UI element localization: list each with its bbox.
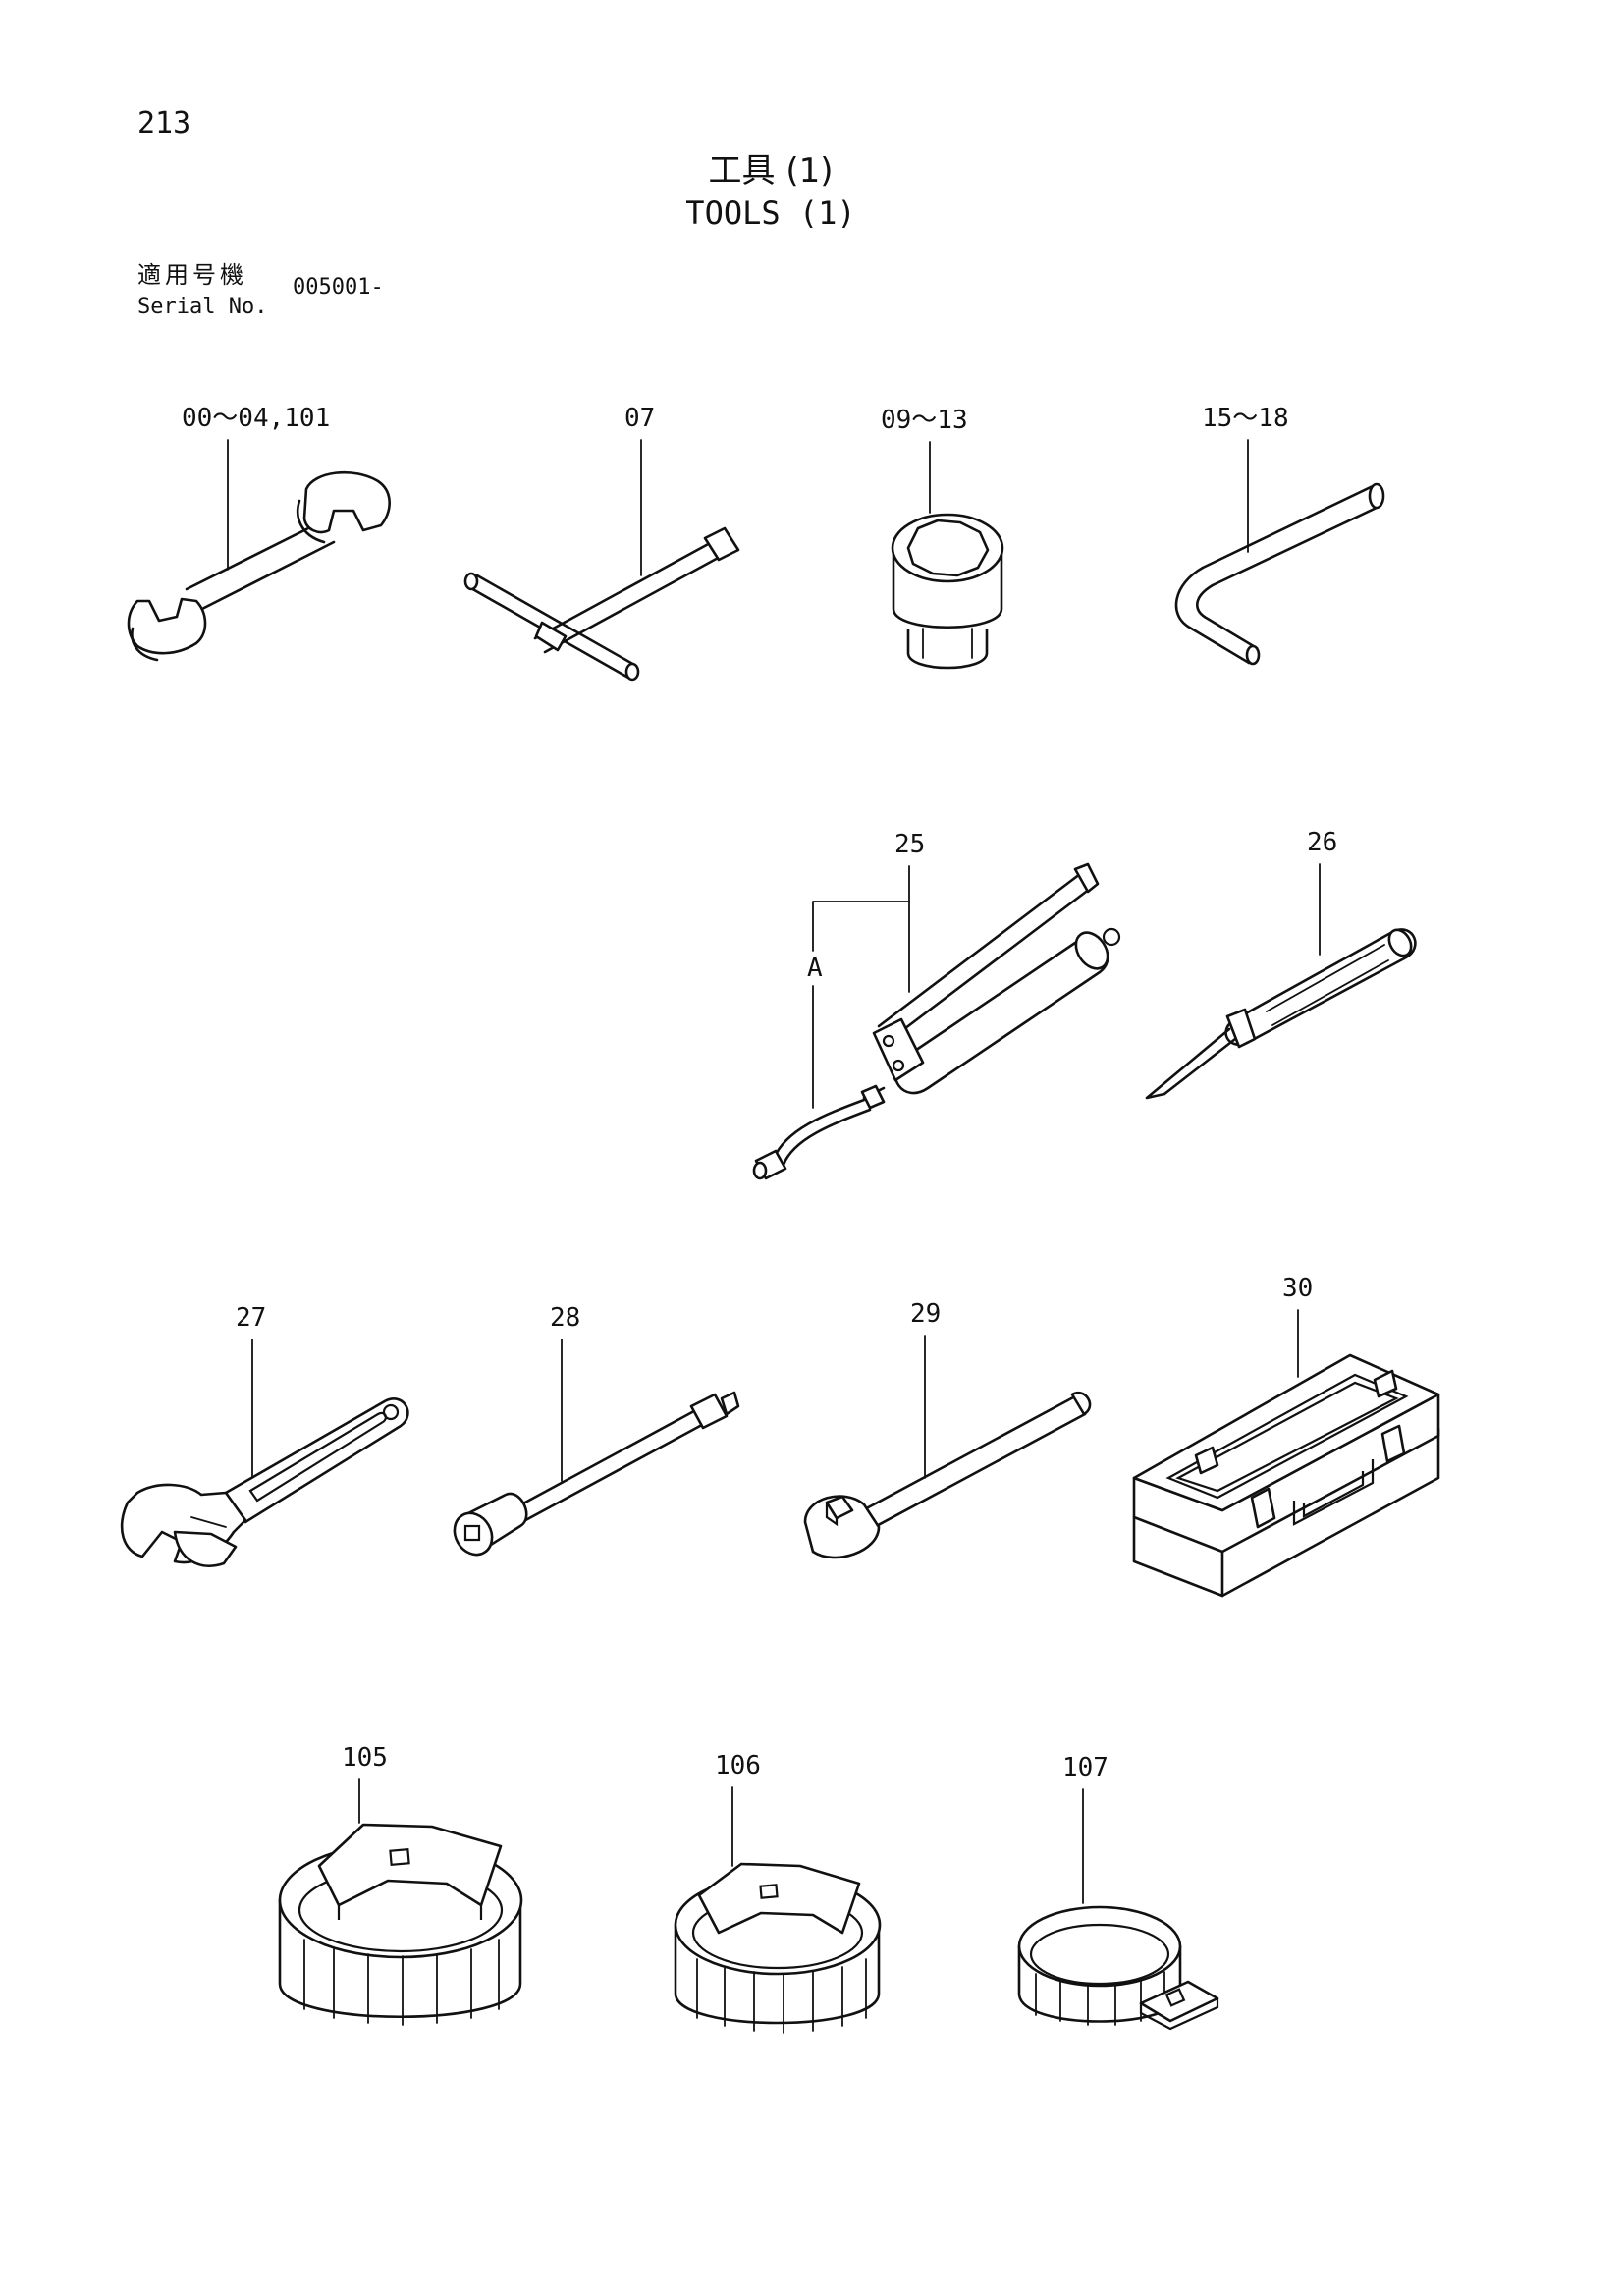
callout-extension-bar: 28 xyxy=(550,1303,580,1333)
tool-box: 30 xyxy=(1132,1274,1440,1598)
filter-wrench-medium: 106 xyxy=(674,1751,882,2034)
serial-label-japanese: 適用号機 xyxy=(137,261,247,289)
ratchet-handle: 29 xyxy=(803,1299,1092,1559)
callout-t-wrench: 07 xyxy=(624,404,655,433)
callout-hex-key: 15～18 xyxy=(1202,404,1289,433)
grease-gun: 25 A xyxy=(752,830,1121,1180)
screwdriver: 26 xyxy=(1145,828,1417,1100)
extension-bar: 28 xyxy=(453,1303,740,1557)
callout-adjustable-wrench: 27 xyxy=(236,1303,266,1333)
hex-key: 15～18 xyxy=(1174,404,1385,666)
serial-number-value: 005001- xyxy=(293,275,384,300)
callout-grease-gun: 25 xyxy=(894,830,925,859)
callout-tool-box: 30 xyxy=(1282,1274,1313,1303)
callout-grease-gun-sub: A xyxy=(807,954,823,983)
callout-filter-wrench-large: 105 xyxy=(342,1743,388,1773)
callout-ratchet-handle: 29 xyxy=(910,1299,941,1329)
leader-bracket xyxy=(812,901,910,952)
callout-filter-wrench-strap: 107 xyxy=(1062,1753,1109,1782)
callout-filter-wrench-medium: 106 xyxy=(715,1751,761,1780)
filter-wrench-strap: 107 xyxy=(1017,1753,1219,2031)
socket: 09～13 xyxy=(881,406,1004,670)
serial-label-english: Serial No. xyxy=(137,295,268,319)
page-number: 213 xyxy=(137,106,191,140)
page-title-english: TOOLS (1) xyxy=(685,194,856,232)
callout-wrench: 00～04,101 xyxy=(182,404,330,433)
callout-socket: 09～13 xyxy=(881,406,968,435)
filter-wrench-large: 105 xyxy=(278,1743,523,2026)
open-end-wrench: 00～04,101 xyxy=(127,404,391,662)
adjustable-wrench: 27 xyxy=(120,1303,409,1567)
t-wrench: 07 xyxy=(463,404,740,682)
page-title-japanese: 工具 (1) xyxy=(708,151,834,191)
callout-screwdriver: 26 xyxy=(1307,828,1337,857)
